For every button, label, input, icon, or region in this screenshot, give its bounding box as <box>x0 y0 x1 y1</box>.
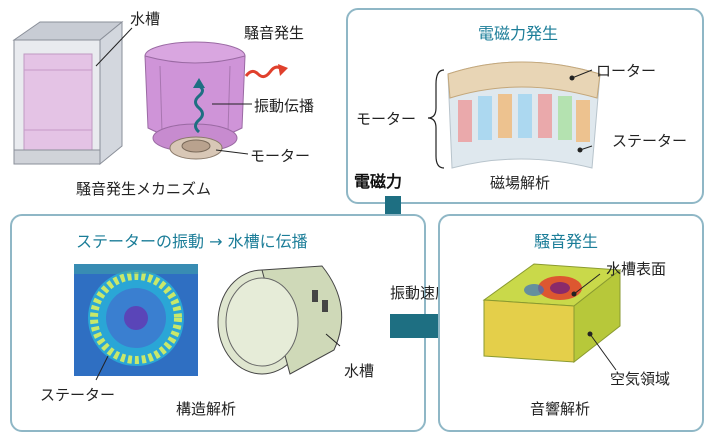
motor-label: モーター <box>250 147 311 165</box>
structural-analysis-caption: 構造解析 <box>176 400 237 418</box>
vibration-transfer-label: 振動伝播 <box>254 97 315 115</box>
structural-panel-title: ステーターの振動 → 水槽に伝播 <box>76 232 308 251</box>
stator-label: ステーター <box>612 132 688 150</box>
tub-surface-label: 水槽表面 <box>606 260 667 278</box>
mechanism-caption: 騒音発生メカニズム <box>76 180 212 198</box>
magnetic-analysis-caption: 磁場解析 <box>490 174 551 192</box>
em-motor-label: モーター <box>356 110 417 128</box>
struct-stator-label: ステーター <box>40 386 116 404</box>
vibration-velocity-label: 振動速度 <box>390 284 451 302</box>
water-tub-label: 水槽 <box>130 10 161 28</box>
struct-water-tub-label: 水槽 <box>344 362 375 380</box>
acoustic-panel-title: 騒音発生 <box>534 232 599 251</box>
em-panel-title: 電磁力発生 <box>478 24 559 43</box>
acoustic-analysis-caption: 音響解析 <box>530 400 591 418</box>
noise-label: 騒音発生 <box>244 24 305 42</box>
rotor-label: ローター <box>596 62 657 80</box>
em-force-label: 電磁力 <box>354 172 403 191</box>
air-region-label: 空気領域 <box>610 370 671 388</box>
